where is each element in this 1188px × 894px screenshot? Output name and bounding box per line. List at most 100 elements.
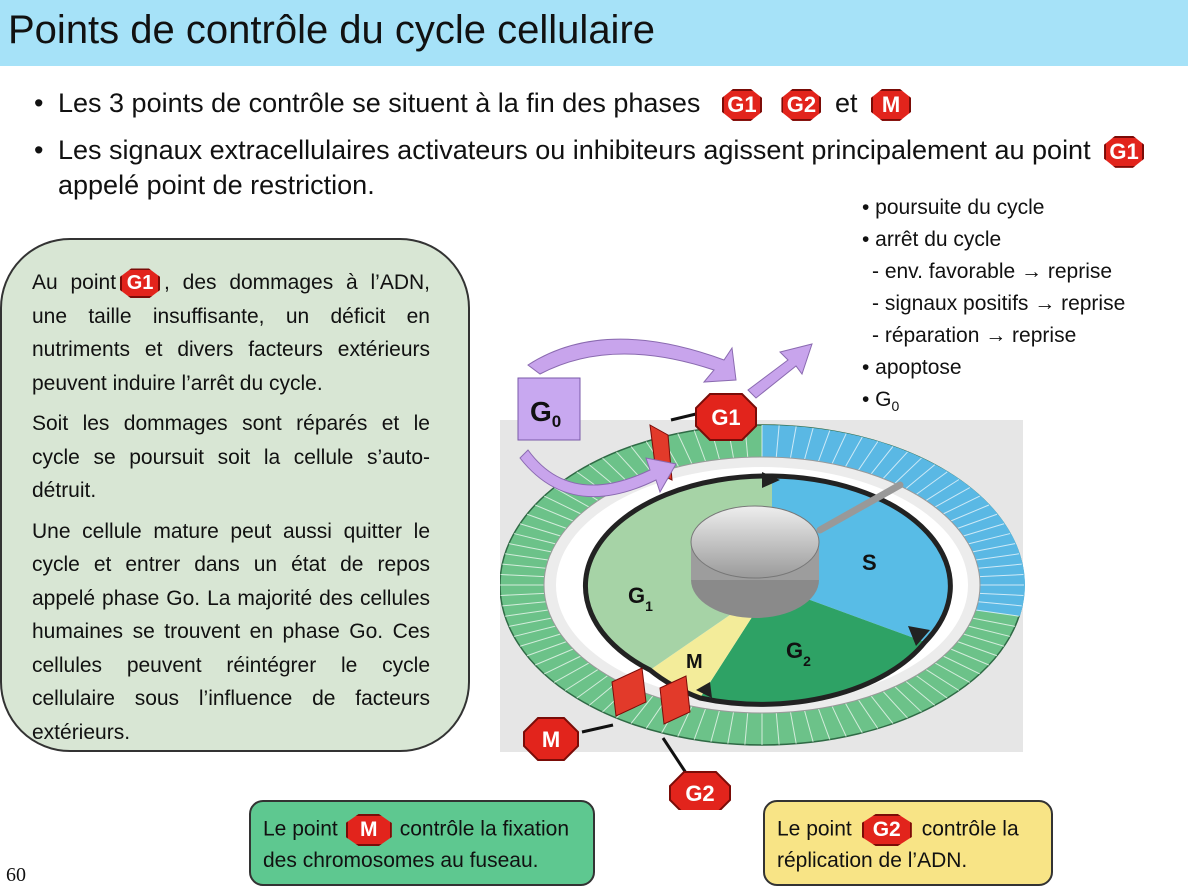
ring-tick (950, 648, 990, 666)
text: Le point (263, 817, 338, 841)
ring-tick (677, 433, 693, 465)
ring-tick (526, 641, 567, 657)
phase-s-sector (772, 476, 951, 642)
page-title: Points de contrôle du cycle cellulaire (8, 8, 656, 52)
badge-m: M (345, 814, 392, 846)
ring-tick (616, 451, 642, 479)
badge-g1: G1 (120, 268, 161, 299)
gate-m-icon (611, 667, 647, 717)
bullet-text: et (834, 88, 858, 118)
ring-tick (543, 655, 581, 675)
checkpoint-g2-badge: G2 (669, 771, 731, 810)
ring-tick (789, 426, 797, 459)
ring-tick (519, 633, 561, 647)
text: contrôle la (921, 817, 1019, 841)
bullet-text: Les signaux extracellulaires activateurs… (58, 134, 1091, 165)
ring-tick (502, 563, 546, 569)
ring-tick (831, 433, 847, 465)
text: Au point (32, 271, 117, 294)
ring-tick (915, 471, 948, 495)
title-bar (0, 0, 1188, 66)
ring-tick (500, 592, 545, 596)
outcome-item: • G0 (862, 388, 900, 415)
ring-tick (925, 479, 960, 502)
ring-tick (950, 504, 990, 522)
checkpoint-g1-badge: G1 (695, 393, 757, 441)
ring-tick (602, 457, 630, 484)
cycle-arrowhead-bottom (696, 682, 712, 698)
outcome-subitem: - env. favorable → reprise (872, 260, 1113, 283)
ring-tick (513, 625, 556, 637)
ring-tick (968, 625, 1011, 637)
outcome-item: • arrêt du cycle (862, 228, 1002, 251)
g1-pointer-line (670, 412, 697, 422)
ring-tick (972, 617, 1016, 627)
hub-pointer (816, 481, 904, 534)
ring-tick (979, 592, 1024, 596)
ring-ticks (500, 425, 1024, 745)
badge-g1: G1 (721, 88, 762, 121)
text: Le point (777, 817, 852, 841)
phase-m-label: M (686, 651, 703, 673)
ring-tick (979, 574, 1024, 578)
ring-tick (894, 686, 922, 713)
outcome-subitem: - signaux positifs → reprise (872, 292, 1126, 315)
text: , des dommages à l’ADN, une taille insuf… (32, 271, 430, 395)
ring-tick (975, 609, 1020, 617)
ring-tick (508, 543, 552, 553)
ring-tick (870, 446, 894, 475)
text: contrôle la fixation (399, 817, 569, 841)
cycle-arrowhead-right (908, 626, 930, 646)
ring-tick (817, 708, 831, 740)
ring-tick (905, 680, 936, 706)
ring-tick (882, 691, 908, 719)
ring-tick (957, 641, 998, 657)
ring-tick (775, 425, 780, 458)
ring-tick (502, 601, 546, 607)
badge-g1: G1 (1104, 135, 1145, 168)
ring-tick (934, 662, 971, 683)
m-pointer-line (581, 723, 614, 734)
ring-tick (968, 533, 1011, 545)
g0-label: G0 (530, 396, 561, 431)
ring-tick (817, 430, 831, 462)
bullet-list: Les 3 points de contrôle se situent à la… (30, 86, 1150, 202)
g2-pointer-line (661, 737, 690, 777)
ring-tick (513, 533, 556, 545)
outcome-item: • poursuite du cycle (862, 196, 1045, 219)
ring-tick (894, 457, 922, 484)
ring-tick (564, 668, 599, 691)
phase-s-label: S (862, 550, 877, 575)
ring-tick (534, 648, 574, 666)
bullet-text: Les 3 points de contrôle se situent à la… (58, 88, 701, 118)
page-number: 60 (6, 864, 26, 886)
bullet-text: appelé point de restriction. (58, 169, 375, 200)
ring-tick (844, 703, 863, 734)
text: Soit les dommages sont réparés et le cyc… (32, 412, 430, 502)
ring-tick (710, 710, 720, 743)
ring-tick (943, 655, 981, 675)
ring-tick (925, 668, 960, 691)
cycle-arrowhead-top (762, 472, 780, 488)
g0-return-arrow (519, 449, 677, 498)
outcome-subitem: - réparation → reprise (872, 324, 1077, 347)
ring-tick (508, 617, 552, 627)
g0-exit-arrow (527, 338, 737, 383)
phase-g1-label: G1 (628, 583, 653, 614)
ring-tick (526, 513, 567, 529)
cycle-arrow-ring (582, 473, 953, 707)
ring-tick (804, 427, 814, 460)
ring-tick (870, 695, 894, 724)
ring-tick (500, 574, 545, 578)
ring-tick (693, 708, 707, 740)
ring-tick (943, 495, 981, 515)
ring-tick (519, 523, 561, 537)
ring-tick (975, 553, 1020, 561)
ring-tick (978, 601, 1022, 607)
checkpoint-m-badge: M (523, 717, 579, 761)
badge-g2: G2 (861, 814, 912, 846)
ring-tick (915, 675, 948, 699)
ring-tick (858, 441, 879, 471)
